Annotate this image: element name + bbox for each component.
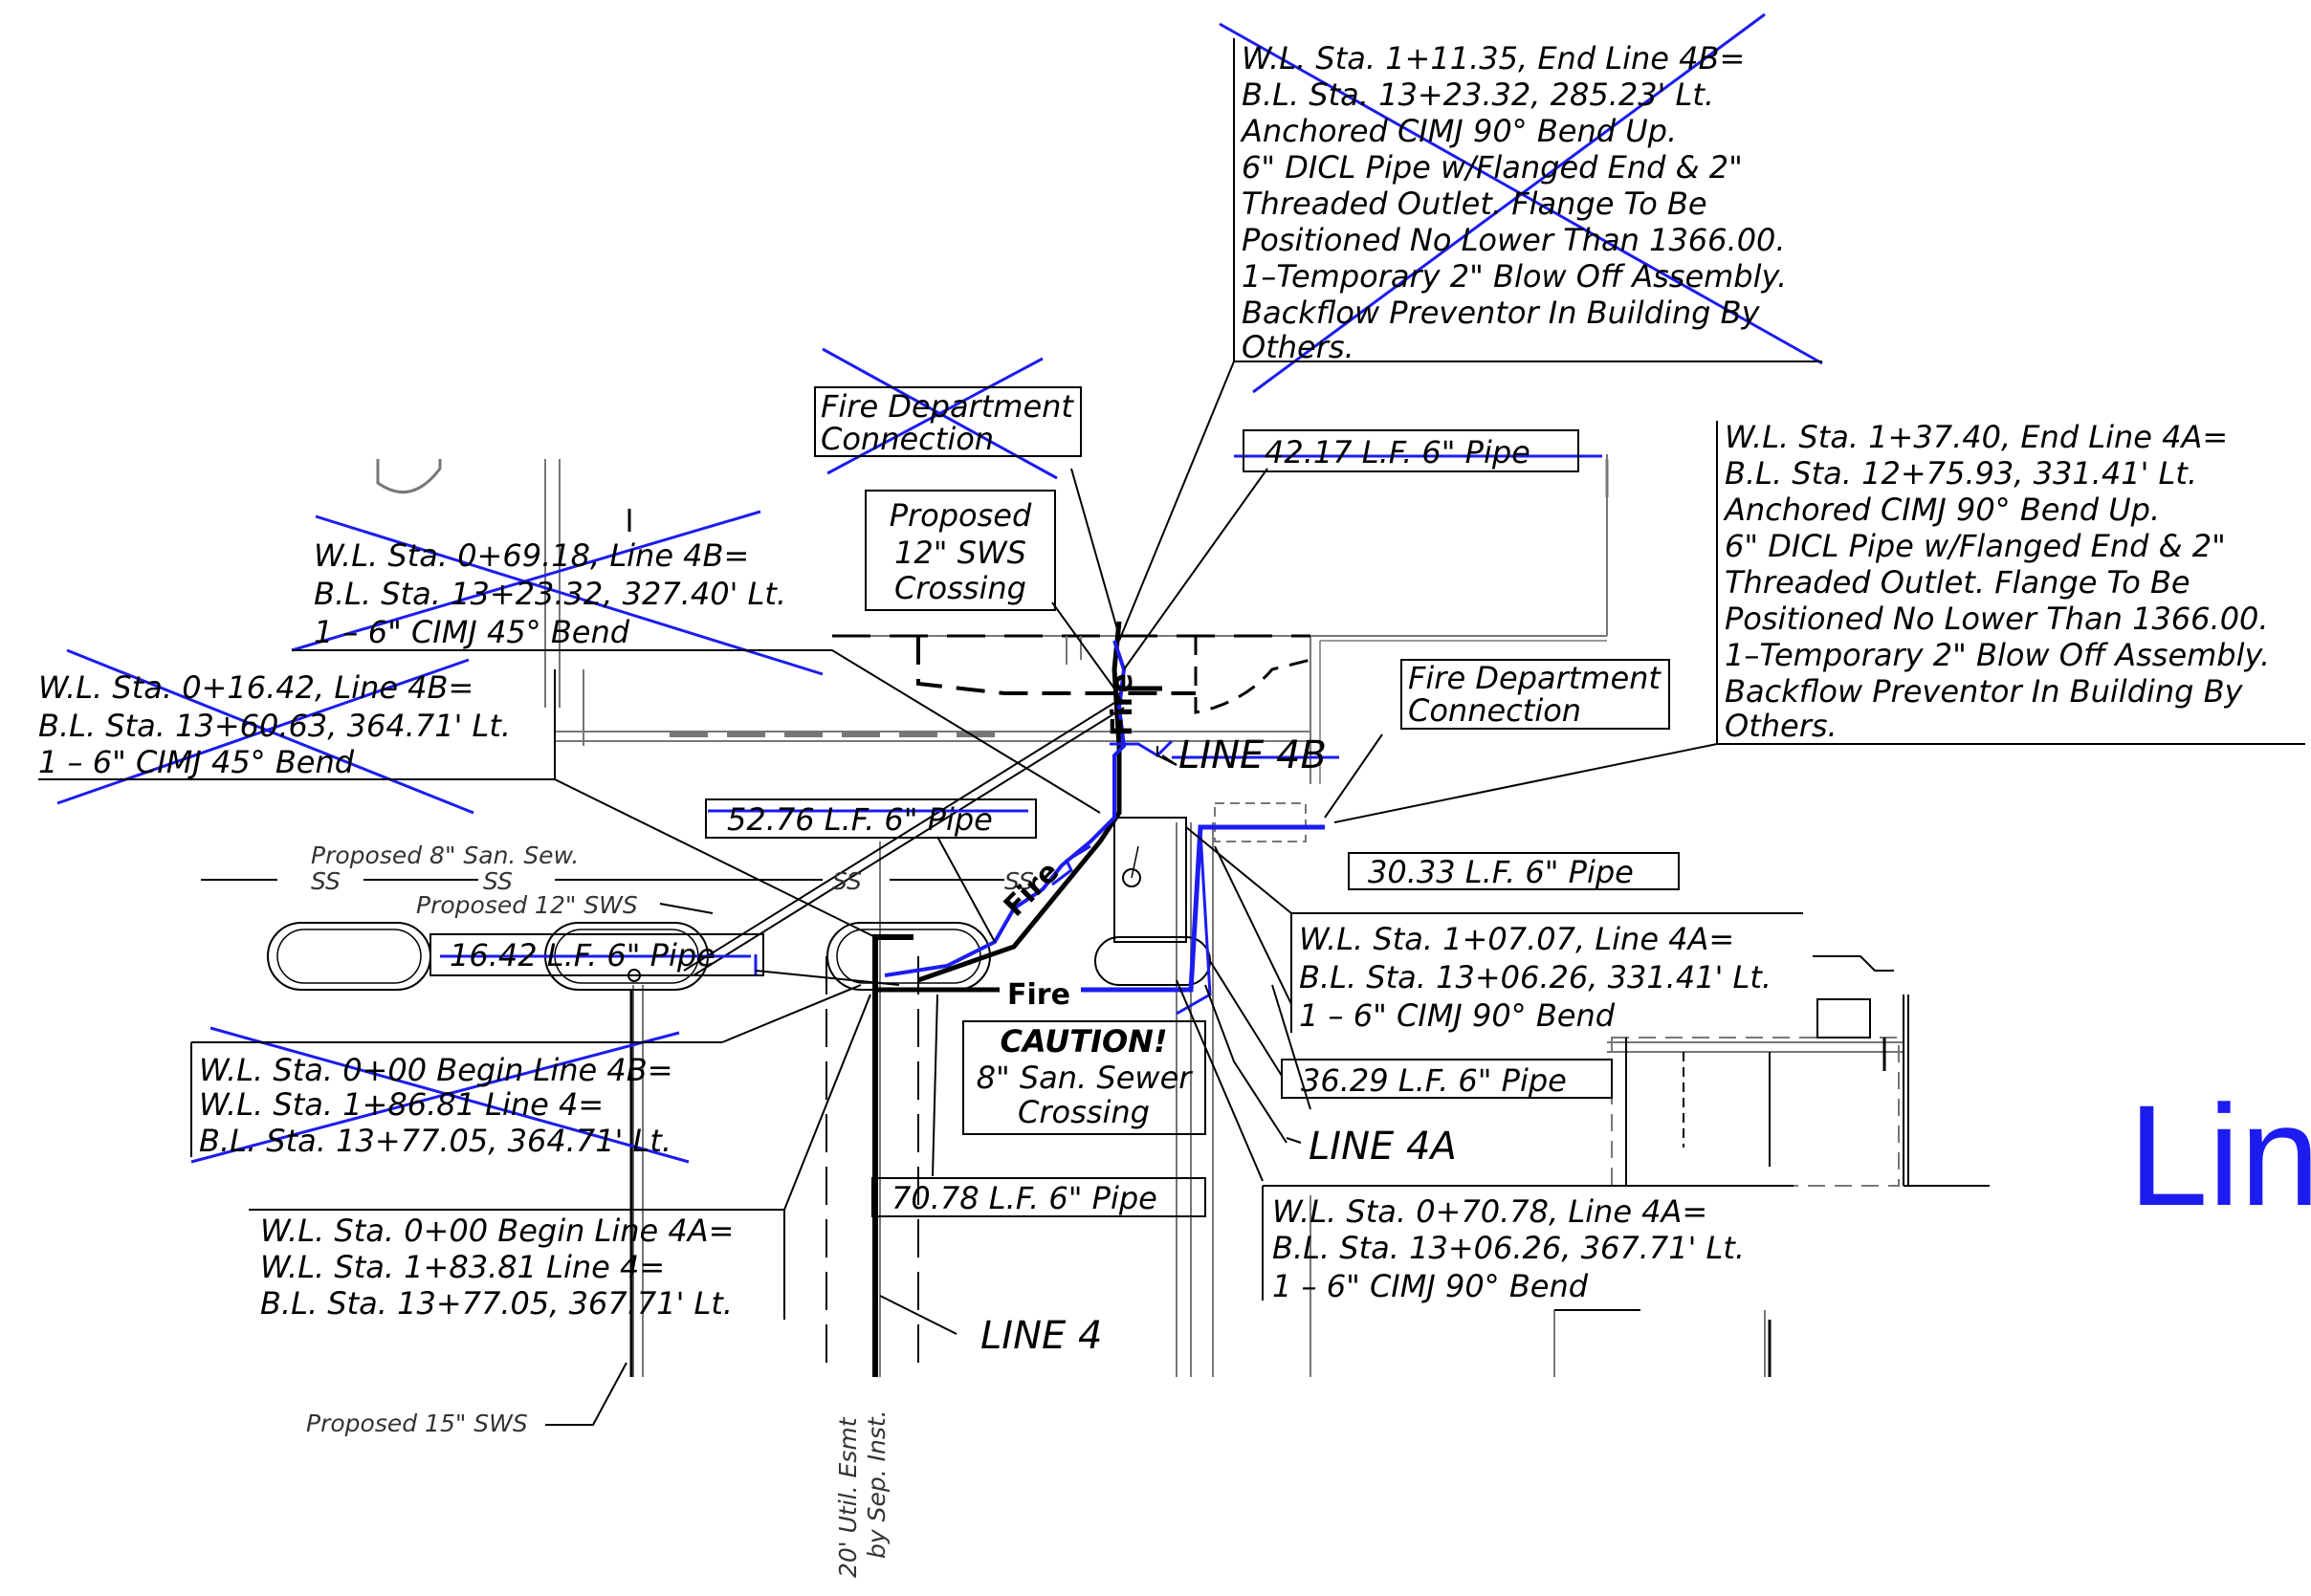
pipe-label-52-76: 52.76 L.F. 6" Pipe <box>705 798 1037 839</box>
svg-text:42.17 L.F. 6" Pipe: 42.17 L.F. 6" Pipe <box>1265 434 1530 470</box>
svg-text:Threaded Outlet. Flange To Be: Threaded Outlet. Flange To Be <box>1242 186 1707 222</box>
svg-text:52.76 L.F. 6" Pipe: 52.76 L.F. 6" Pipe <box>727 801 993 838</box>
svg-text:Connection: Connection <box>1408 692 1581 729</box>
svg-text:1 – 6" CIMJ 90° Bend: 1 – 6" CIMJ 90° Bend <box>1299 997 1616 1034</box>
svg-text:Crossing: Crossing <box>894 570 1026 606</box>
svg-text:B.L. Sta. 13+06.26, 331.41' Lt: B.L. Sta. 13+06.26, 331.41' Lt. <box>1299 959 1772 995</box>
pipe-label-70-78: 70.78 L.F. 6" Pipe <box>871 1177 1206 1217</box>
svg-text:Connection: Connection <box>821 421 994 457</box>
svg-text:Positioned No Lower Than 1366.: Positioned No Lower Than 1366.00. <box>1725 601 2269 637</box>
callout-fdc-top: Fire Department Connection <box>814 386 1082 457</box>
line-4-title: Line 4 <box>2128 1075 2311 1235</box>
svg-text:6" DICL Pipe w/Flanged End & 2: 6" DICL Pipe w/Flanged End & 2" <box>1725 528 2226 564</box>
svg-text:Anchored CIMJ 90° Bend Up.: Anchored CIMJ 90° Bend Up. <box>1240 113 1677 149</box>
fire-label-vertical: Fire <box>1106 673 1139 736</box>
note-end-line-4b: W.L. Sta. 1+11.35, End Line 4B= B.L. Sta… <box>1240 40 1787 365</box>
svg-text:B.L. Sta. 13+77.05, 364.71' Lt: B.L. Sta. 13+77.05, 364.71' Lt. <box>199 1123 671 1159</box>
leader-lines <box>545 361 1718 1426</box>
svg-text:Others.: Others. <box>1242 329 1354 365</box>
svg-text:W.L. Sta. 1+86.81 Line 4=: W.L. Sta. 1+86.81 Line 4= <box>199 1086 604 1123</box>
svg-text:W.L. Sta. 0+00 Begin Line 4A=: W.L. Sta. 0+00 Begin Line 4A= <box>260 1213 734 1249</box>
svg-text:SS: SS <box>1004 867 1034 895</box>
note-end-line-4a: W.L. Sta. 1+37.40, End Line 4A= B.L. Sta… <box>1723 419 2270 744</box>
note-begin-line-4a: W.L. Sta. 0+00 Begin Line 4A= W.L. Sta. … <box>260 1213 734 1322</box>
easement-label: 20' Util. Esmt by Sep. Inst. <box>834 1410 891 1578</box>
svg-text:Backflow Preventor In Building: Backflow Preventor In Building By <box>1725 673 2244 710</box>
svg-text:by Sep. Inst.: by Sep. Inst. <box>863 1410 891 1559</box>
svg-text:Threaded Outlet. Flange To Be: Threaded Outlet. Flange To Be <box>1725 564 2190 601</box>
svg-text:16.42 L.F. 6" Pipe: 16.42 L.F. 6" Pipe <box>450 937 715 973</box>
svg-text:B.L. Sta. 13+60.63, 364.71' Lt: B.L. Sta. 13+60.63, 364.71' Lt. <box>38 708 511 744</box>
svg-text:B.L. Sta. 12+75.93, 331.41' Lt: B.L. Sta. 12+75.93, 331.41' Lt. <box>1725 455 2197 492</box>
pipe-label-30-33: 30.33 L.F. 6" Pipe <box>1348 852 1680 890</box>
svg-text:SS: SS <box>311 867 341 895</box>
note-underlines <box>38 38 2305 1320</box>
sws12-label: Proposed 12" SWS <box>416 891 638 919</box>
note-bend-4a-070: W.L. Sta. 0+70.78, Line 4A= B.L. Sta. 13… <box>1272 1193 1745 1304</box>
svg-text:Others.: Others. <box>1725 708 1838 744</box>
svg-text:CAUTION!: CAUTION! <box>1000 1023 1167 1060</box>
svg-text:8" San. Sewer: 8" San. Sewer <box>977 1060 1194 1096</box>
line-4b-label: LINE 4B <box>1178 733 1327 777</box>
svg-text:W.L. Sta. 0+16.42, Line 4B=: W.L. Sta. 0+16.42, Line 4B= <box>38 669 473 706</box>
svg-text:Fire Department: Fire Department <box>821 388 1074 425</box>
svg-text:Backflow Preventor In Building: Backflow Preventor In Building By <box>1242 295 1761 331</box>
svg-text:30.33 L.F. 6" Pipe: 30.33 L.F. 6" Pipe <box>1368 854 1634 890</box>
svg-text:B.L. Sta. 13+23.32, 327.40' Lt: B.L. Sta. 13+23.32, 327.40' Lt. <box>314 576 786 612</box>
svg-text:Crossing: Crossing <box>1018 1094 1150 1130</box>
sws15-label: Proposed 15" SWS <box>306 1410 528 1437</box>
line-4a-label: LINE 4A <box>1309 1125 1457 1169</box>
callout-sws-crossing: Proposed 12" SWS Crossing <box>865 490 1056 611</box>
note-bend-4a-107: W.L. Sta. 1+07.07, Line 4A= B.L. Sta. 13… <box>1299 921 1772 1034</box>
svg-text:Proposed: Proposed <box>890 497 1032 534</box>
svg-text:SS: SS <box>832 867 862 895</box>
line-4-label: LINE 4 <box>980 1314 1102 1358</box>
ss-labels: SS SS SS SS <box>311 867 1034 895</box>
svg-text:1 – 6" CIMJ 45° Bend: 1 – 6" CIMJ 45° Bend <box>38 744 355 780</box>
svg-text:SS: SS <box>483 867 513 895</box>
svg-text:W.L. Sta. 0+69.18, Line 4B=: W.L. Sta. 0+69.18, Line 4B= <box>314 537 749 574</box>
fire-label-diagonal: Fire <box>998 855 1066 923</box>
note-begin-line-4b: W.L. Sta. 0+00 Begin Line 4B= W.L. Sta. … <box>199 1052 673 1159</box>
svg-text:70.78 L.F. 6" Pipe: 70.78 L.F. 6" Pipe <box>891 1180 1157 1216</box>
svg-text:20' Util. Esmt: 20' Util. Esmt <box>834 1416 862 1578</box>
svg-text:12" SWS: 12" SWS <box>894 535 1026 571</box>
pipe-label-16-42: 16.42 L.F. 6" Pipe <box>429 933 764 976</box>
svg-text:W.L. Sta. 1+83.81 Line 4=: W.L. Sta. 1+83.81 Line 4= <box>260 1249 665 1285</box>
pipe-label-36-29: 36.29 L.F. 6" Pipe <box>1281 1059 1613 1099</box>
svg-text:1 – 6" CIMJ 45° Bend: 1 – 6" CIMJ 45° Bend <box>314 614 630 650</box>
san-sew-label: Proposed 8" San. Sew. <box>311 842 579 869</box>
callout-caution: CAUTION! 8" San. Sewer Crossing <box>962 1020 1206 1135</box>
pipe-label-42-17: 42.17 L.F. 6" Pipe <box>1243 429 1579 472</box>
svg-text:6" DICL Pipe w/Flanged End & 2: 6" DICL Pipe w/Flanged End & 2" <box>1242 149 1743 186</box>
svg-text:W.L. Sta. 1+11.35, End Line 4B: W.L. Sta. 1+11.35, End Line 4B= <box>1242 40 1745 77</box>
svg-text:W.L. Sta. 1+37.40, End Line 4A: W.L. Sta. 1+37.40, End Line 4A= <box>1725 419 2228 455</box>
fire-label-bottom: Fire <box>1007 978 1070 1012</box>
note-bend-4b-016: W.L. Sta. 0+16.42, Line 4B= B.L. Sta. 13… <box>38 669 511 780</box>
svg-text:B.L. Sta. 13+77.05, 367.71' Lt: B.L. Sta. 13+77.05, 367.71' Lt. <box>260 1285 733 1322</box>
svg-text:W.L. Sta. 0+70.78, Line 4A=: W.L. Sta. 0+70.78, Line 4A= <box>1272 1193 1707 1230</box>
svg-text:Anchored CIMJ 90° Bend Up.: Anchored CIMJ 90° Bend Up. <box>1723 492 2160 528</box>
svg-text:36.29 L.F. 6" Pipe: 36.29 L.F. 6" Pipe <box>1301 1062 1567 1099</box>
note-bend-4b-069: W.L. Sta. 0+69.18, Line 4B= B.L. Sta. 13… <box>314 537 786 650</box>
svg-text:1 – 6" CIMJ 90° Bend: 1 – 6" CIMJ 90° Bend <box>1272 1268 1589 1304</box>
svg-text:B.L. Sta. 13+06.26, 367.71' Lt: B.L. Sta. 13+06.26, 367.71' Lt. <box>1272 1230 1745 1266</box>
callout-fdc-right: Fire Department Connection <box>1400 659 1670 730</box>
catch-basin-left <box>267 922 431 991</box>
svg-text:1–Temporary 2" Blow Off Assemb: 1–Temporary 2" Blow Off Assembly. <box>1725 637 2270 673</box>
svg-text:W.L. Sta. 1+07.07, Line 4A=: W.L. Sta. 1+07.07, Line 4A= <box>1299 921 1734 957</box>
svg-text:Positioned No Lower Than 1366.: Positioned No Lower Than 1366.00. <box>1242 222 1786 258</box>
svg-text:Fire Department: Fire Department <box>1408 660 1662 696</box>
svg-text:1–Temporary 2" Blow Off Assemb: 1–Temporary 2" Blow Off Assembly. <box>1242 258 1787 295</box>
svg-text:B.L. Sta. 13+23.32, 285.23' Lt: B.L. Sta. 13+23.32, 285.23' Lt. <box>1242 77 1714 113</box>
svg-text:W.L. Sta. 0+00 Begin Line 4B=: W.L. Sta. 0+00 Begin Line 4B= <box>199 1052 673 1088</box>
